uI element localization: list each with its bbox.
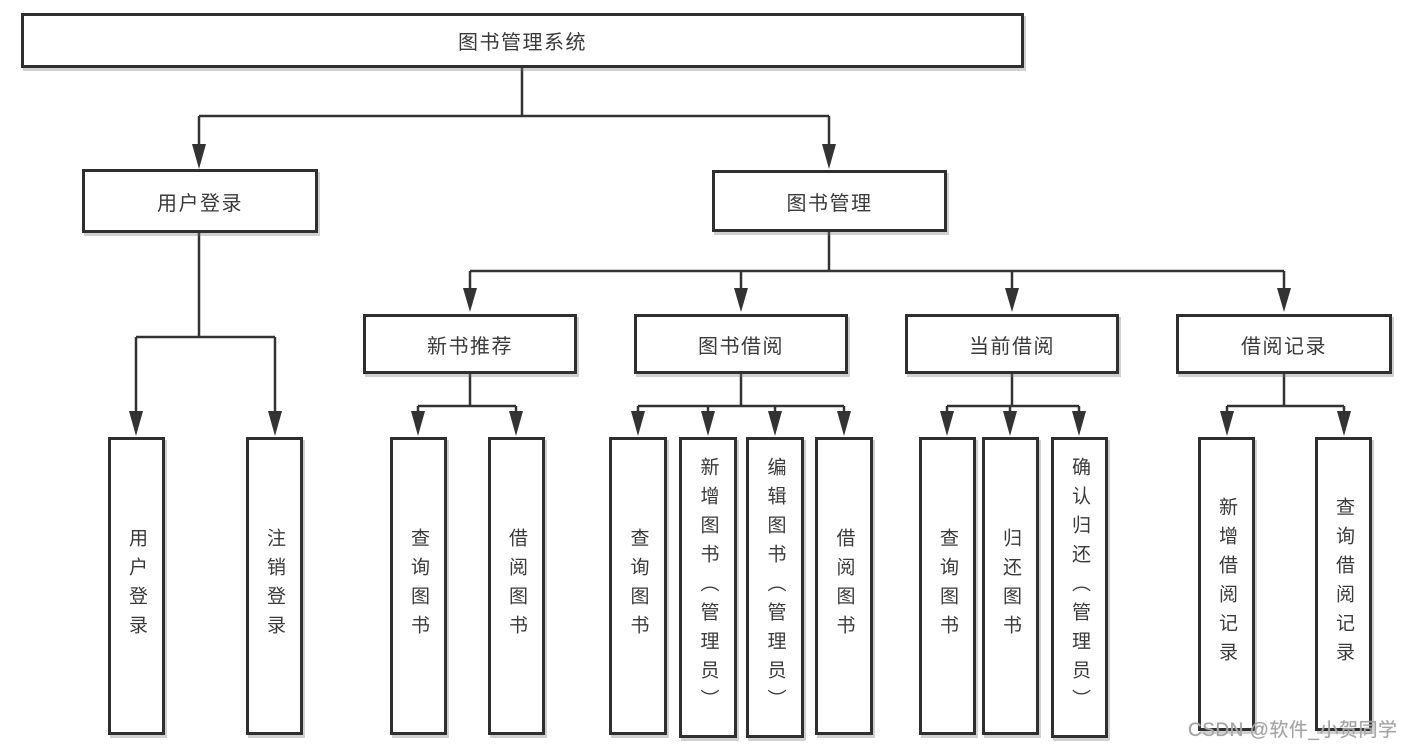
leaf-borrow-books-borrowing: 借阅图书 — [815, 437, 873, 735]
leaf-confirm-return-admin-label: 确认归还（管理员） — [1069, 457, 1090, 718]
leaf-query-books-recommend: 查询图书 — [390, 437, 447, 735]
leaf-user-login: 用户登录 — [108, 437, 165, 735]
leaf-query-books-current-label: 查询图书 — [937, 528, 958, 644]
node-current-borrowing-label: 当前借阅 — [969, 335, 1055, 358]
node-book-borrowing-label: 图书借阅 — [698, 335, 784, 358]
node-borrow-records: 借阅记录 — [1176, 314, 1392, 374]
node-new-book-recommend: 新书推荐 — [363, 314, 577, 374]
leaf-logout: 注销登录 — [246, 437, 303, 735]
leaf-borrow-books-recommend: 借阅图书 — [488, 437, 545, 735]
leaf-confirm-return-admin: 确认归还（管理员） — [1051, 437, 1108, 738]
node-book-management: 图书管理 — [712, 170, 947, 232]
leaf-add-books-admin-label: 新增图书（管理员） — [697, 457, 719, 718]
leaf-logout-label: 注销登录 — [264, 528, 285, 644]
leaf-add-books-admin: 新增图书（管理员） — [679, 437, 737, 738]
leaf-query-books-borrowing-label: 查询图书 — [627, 528, 649, 644]
leaf-return-books: 归还图书 — [982, 437, 1039, 735]
leaf-query-books-current: 查询图书 — [919, 437, 976, 735]
node-library-system: 图书管理系统 — [21, 13, 1024, 68]
leaf-query-books-borrowing: 查询图书 — [609, 437, 667, 735]
arrowheads — [129, 144, 1351, 436]
leaf-borrow-books-borrowing-label: 借阅图书 — [833, 528, 855, 644]
node-book-borrowing: 图书借阅 — [634, 314, 848, 374]
node-borrow-records-label: 借阅记录 — [1241, 335, 1327, 358]
leaf-edit-books-admin-label: 编辑图书（管理员） — [764, 457, 786, 718]
leaf-return-books-label: 归还图书 — [1000, 528, 1021, 644]
leaf-add-borrow-record-label: 新增借阅记录 — [1216, 497, 1237, 671]
node-library-system-label: 图书管理系统 — [458, 32, 587, 54]
node-book-management-label: 图书管理 — [786, 192, 873, 215]
leaf-query-borrow-record: 查询借阅记录 — [1315, 437, 1372, 731]
node-current-borrowing: 当前借阅 — [905, 314, 1119, 374]
node-user-login-branch-label: 用户登录 — [157, 192, 243, 215]
leaf-user-login-label: 用户登录 — [126, 528, 147, 644]
leaf-add-borrow-record: 新增借阅记录 — [1198, 437, 1255, 731]
leaf-query-borrow-record-label: 查询借阅记录 — [1333, 497, 1354, 671]
leaf-borrow-books-recommend-label: 借阅图书 — [506, 528, 527, 644]
leaf-query-books-recommend-label: 查询图书 — [408, 528, 429, 644]
node-user-login-branch: 用户登录 — [82, 169, 318, 233]
csdn-watermark: CSDN @软件_小贺同学 — [1188, 720, 1398, 741]
leaf-edit-books-admin: 编辑图书（管理员） — [746, 437, 804, 738]
node-new-book-recommend-label: 新书推荐 — [427, 335, 513, 358]
